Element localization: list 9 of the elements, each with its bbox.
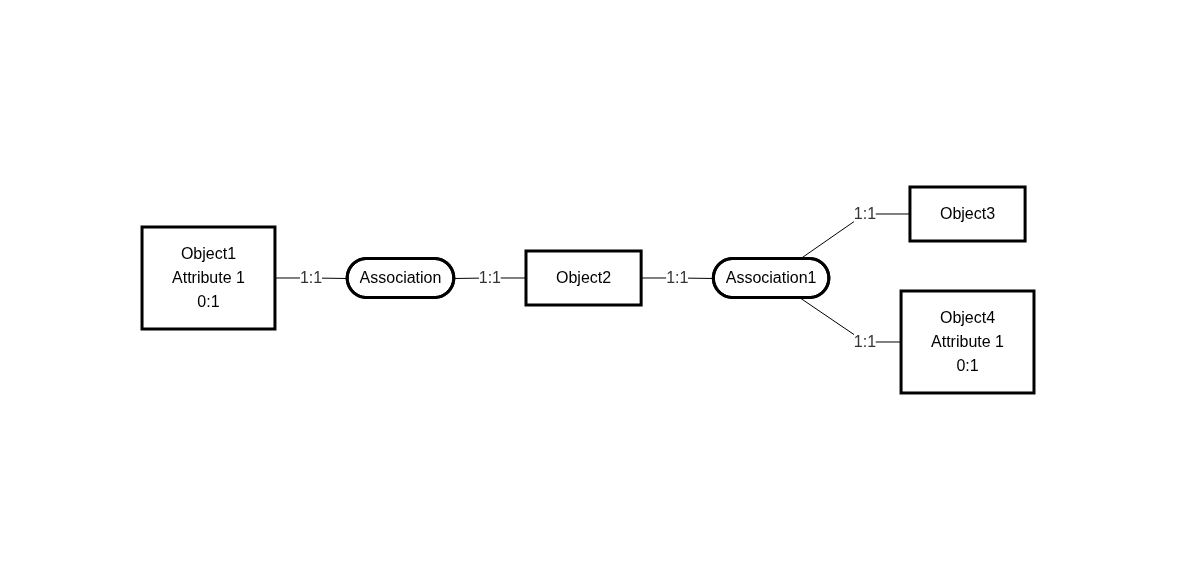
node-box: Object4 Attribute 1 0:1 xyxy=(900,289,1036,394)
edge-label: 1:1 xyxy=(300,268,323,286)
node-box: Object3 xyxy=(908,185,1028,242)
node-box: Object1 Attribute 1 0:1 xyxy=(141,225,277,330)
node-box: Object2 xyxy=(525,249,644,306)
edge-label: 1:1 xyxy=(666,268,689,286)
edge-label: 1:1 xyxy=(479,268,502,286)
edge-label: 1:1 xyxy=(854,204,877,222)
edge-label: 1:1 xyxy=(854,332,877,350)
